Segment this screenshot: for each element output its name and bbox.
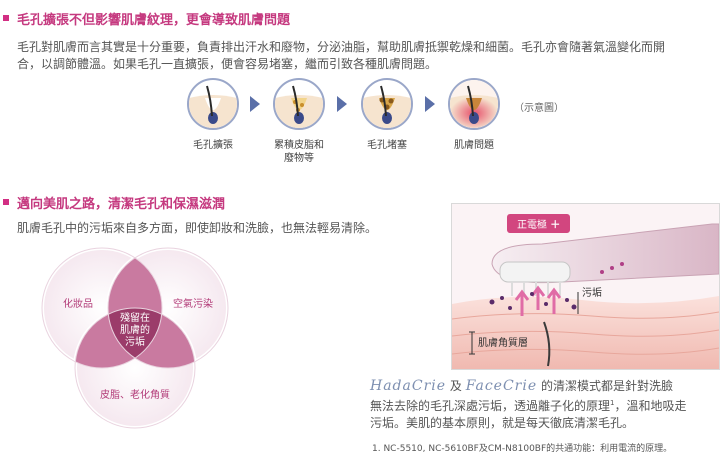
positive-electrode-label: 正電極 ＋	[507, 214, 571, 233]
venn-center-line2: 肌膚的	[120, 325, 150, 336]
venn-label-cosmetics: 化妝品	[63, 299, 93, 310]
step-arrow-1	[250, 96, 260, 112]
description-line2-tail: ，溫和地吸走	[614, 399, 687, 413]
brand-description-line1: HadaCrie 及 FaceCrie 的清潔模式都是針對洗臉	[370, 378, 720, 395]
positive-electrode-text: 正電極	[517, 220, 547, 231]
venn-center-line3: 污垢	[125, 337, 145, 348]
venn-diagram: 化妝品 空氣污染 皮脂、老化角質 殘留在 肌膚的 污垢	[30, 240, 240, 445]
plus-icon: ＋	[550, 220, 561, 231]
step-2-label-text-2: 廢物等	[284, 153, 314, 164]
step-arrow-3	[425, 96, 435, 112]
step-3-label: 毛孔堵塞	[347, 139, 427, 152]
step-3-circle	[361, 78, 413, 130]
venn-diagram-graphic	[40, 246, 230, 430]
section2-title: 邁向美肌之路，清潔毛孔和保濕滋潤	[17, 197, 226, 212]
facecrie-logo: FaceCrie	[465, 378, 538, 394]
diagram-note: （示意圖）	[514, 103, 564, 114]
footnote-marker: 1	[610, 399, 615, 407]
step-1-circle	[187, 78, 239, 130]
brand-connector: 及	[449, 379, 462, 393]
cleansing-illustration: 正電極 ＋ 污垢 肌膚角質層	[451, 203, 720, 370]
brand-description-line2: 無法去除的毛孔深處污垢，透過離子化的原理1，溫和地吸走	[370, 395, 720, 415]
section1-paragraph: 毛孔對肌膚而言其實是十分重要，負責排出汗水和廢物，分泌油脂，幫助肌膚抵禦乾燥和細…	[17, 39, 717, 73]
section2-bullet	[3, 199, 9, 205]
section1-paragraph-line2: 合，以調節體溫。如果毛孔一直擴張，便會容易堵塞，繼而引致各種肌膚問題。	[17, 57, 438, 71]
hadacrie-logo: HadaCrie	[370, 378, 447, 394]
hair-follicle-clogged-icon	[363, 85, 411, 128]
step-3-label-text: 毛孔堵塞	[367, 140, 407, 151]
step-4-label-text: 肌膚問題	[454, 140, 494, 151]
brand-description-line3: 污垢。美肌的基本原則，就是每天徹底清潔毛孔。	[370, 416, 635, 430]
section1-paragraph-line1: 毛孔對肌膚而言其實是十分重要，負責排出汗水和廢物，分泌油脂，幫助肌膚抵禦乾燥和細…	[17, 40, 666, 54]
hair-follicle-inflamed-icon	[450, 80, 498, 128]
section1-bullet	[3, 15, 9, 21]
section1-title: 毛孔擴張不但影響肌膚紋理，更會導致肌膚問題	[17, 13, 291, 28]
description-line1-tail: 的清潔模式都是針對洗臉	[540, 379, 673, 393]
step-1-label: 毛孔擴張	[173, 139, 253, 152]
step-1-label-text: 毛孔擴張	[193, 140, 233, 151]
description-line2: 無法去除的毛孔深處污垢，透過離子化的原理	[370, 399, 611, 413]
stratum-corneum-label: 肌膚角質層	[478, 338, 528, 349]
step-2-label: 累積皮脂和 廢物等	[259, 139, 339, 165]
dirt-label: 污垢	[582, 288, 602, 299]
ionic-cleansing-graphic	[452, 204, 719, 369]
step-4-label: 肌膚問題	[434, 139, 514, 152]
section2-paragraph: 肌膚毛孔中的污垢來自多方面，即使卸妝和洗臉，也無法輕易清除。	[17, 221, 378, 235]
step-2-label-text-1: 累積皮脂和	[274, 140, 324, 151]
venn-label-sebum: 皮脂、老化角質	[100, 390, 170, 401]
hair-follicle-sebum-icon	[275, 85, 323, 128]
venn-center-label: 殘留在 肌膚的 污垢	[105, 313, 165, 349]
venn-center-line1: 殘留在	[120, 313, 150, 324]
step-2-circle	[273, 78, 325, 130]
venn-label-air-pollution: 空氣污染	[173, 299, 213, 310]
footnote: 1. NC-5510, NC-5610BF及CM-N8100BF的共通功能：利用…	[372, 444, 673, 454]
hair-follicle-open-icon	[189, 85, 237, 128]
step-arrow-2	[337, 96, 347, 112]
step-4-circle	[448, 78, 500, 130]
brand-description: HadaCrie 及 FaceCrie 的清潔模式都是針對洗臉 無法去除的毛孔深…	[370, 378, 720, 432]
